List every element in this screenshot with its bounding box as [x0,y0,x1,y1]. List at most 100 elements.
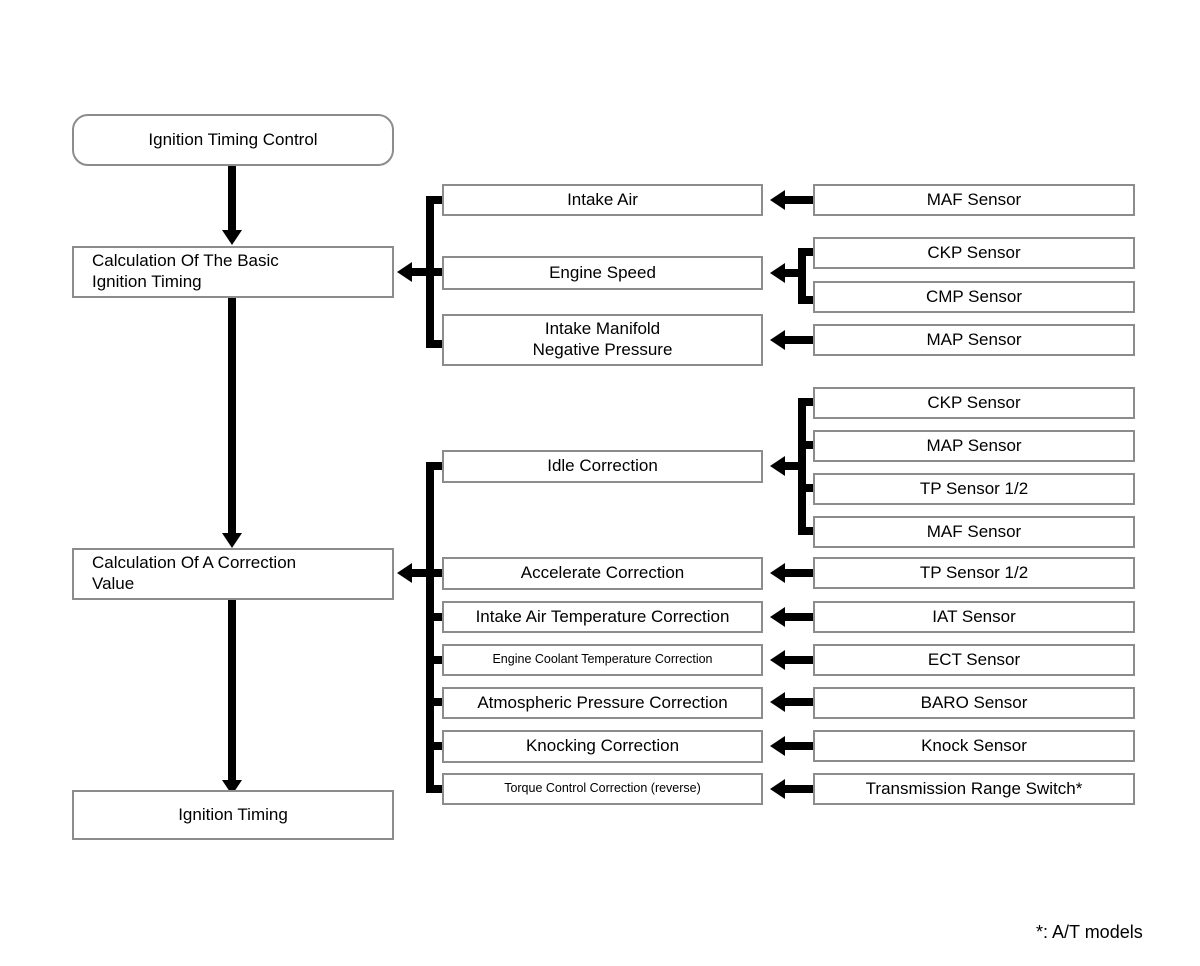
factor-box-atmospheric-pressure-correction: Atmospheric Pressure Correction [442,687,763,719]
sensor-label: CMP Sensor [925,286,1023,306]
sensor-label: TP Sensor 1/2 [919,478,1029,498]
connector-iat-to-intake-air-temperature [785,613,813,621]
connector-baro-to-atmospheric-pressure [785,698,813,706]
sensor-label: BARO Sensor [920,692,1028,712]
sensor-box-tp-sensor-idle: TP Sensor 1/2 [813,473,1135,505]
flow-box-label: Ignition Timing [178,804,288,824]
sensor-label: Knock Sensor [921,735,1027,755]
connector-engine-speed-sensors-out [785,269,806,277]
bracket-stub-basic-row-0 [426,196,446,204]
connector-map-to-intake-manifold [785,336,813,344]
factor-label: Atmospheric Pressure Correction [477,692,728,712]
sensor-label: MAP Sensor [926,435,1022,455]
sensor-box-cmp-sensor: CMP Sensor [813,281,1135,313]
bracket-stub-cmp-engine-speed [798,296,815,304]
factor-box-idle-correction: Idle Correction [442,450,763,483]
factor-label: Intake Air [567,189,638,209]
bracket-stub-idle-maf [798,527,815,535]
connector-correction-to-output [228,600,236,785]
arrowhead-correction-group-to-flow [397,563,412,583]
sensor-label: Transmission Range Switch* [865,778,1083,798]
bracket-stub-correction-row-2 [426,613,446,621]
factor-label: Intake Manifold Negative Pressure [532,319,673,359]
bracket-stub-correction-row-1 [426,569,446,577]
arrowhead-basic-group-to-flow [397,262,412,282]
sensor-label: CKP Sensor [927,392,1021,412]
flow-box-ignition-timing-control: Ignition Timing Control [72,114,394,166]
connector-idle-sensors-out [785,462,806,470]
sensor-label: MAF Sensor [926,189,1022,209]
flow-box-label: Calculation Of The Basic Ignition Timing [92,251,279,291]
connector-start-to-basic [228,166,236,232]
flow-box-label: Ignition Timing Control [148,129,318,149]
footnote-at-models: *: A/T models [1036,922,1143,942]
connector-ect-to-engine-coolant-temperature [785,656,813,664]
factor-box-engine-coolant-temperature-correction: Engine Coolant Temperature Correction [442,644,763,676]
sensor-box-iat-sensor: IAT Sensor [813,601,1135,633]
flow-box-ignition-timing: Ignition Timing [72,790,394,840]
bracket-stub-idle-tp [798,484,815,492]
sensor-box-map-sensor-idle: MAP Sensor [813,430,1135,462]
arrowhead-sensors-to-engine-speed [770,263,785,283]
factor-box-knocking-correction: Knocking Correction [442,730,763,763]
factor-box-engine-speed: Engine Speed [442,256,763,290]
factor-box-intake-air: Intake Air [442,184,763,216]
arrowhead-start-to-basic [222,230,242,245]
sensor-box-ckp-sensor-basic: CKP Sensor [813,237,1135,269]
sensor-box-ckp-sensor-idle: CKP Sensor [813,387,1135,419]
factor-box-intake-manifold-negative-pressure: Intake Manifold Negative Pressure [442,314,763,366]
arrowhead-tp-to-accelerate-correction [770,563,785,583]
flow-box-label: Calculation Of A Correction Value [92,553,297,593]
sensor-label: CKP Sensor [927,242,1021,262]
factor-label: Intake Air Temperature Correction [475,606,730,626]
connector-transmission-range-switch-to-torque-control [785,785,813,793]
sensor-box-baro-sensor: BARO Sensor [813,687,1135,719]
factor-box-intake-air-temperature-correction: Intake Air Temperature Correction [442,601,763,633]
arrowhead-baro-to-atmospheric-pressure [770,692,785,712]
sensor-label: ECT Sensor [927,649,1021,669]
bracket-stub-idle-ckp [798,398,815,406]
bracket-output-correction-group [412,569,434,577]
flow-box-calculation-basic-ignition-timing: Calculation Of The Basic Ignition Timing [72,246,394,298]
sensor-box-transmission-range-switch: Transmission Range Switch* [813,773,1135,805]
factor-label: Accelerate Correction [520,563,685,583]
sensor-label: TP Sensor 1/2 [919,562,1029,582]
arrowhead-sensors-to-idle-correction [770,456,785,476]
factor-label: Torque Control Correction (reverse) [504,781,701,796]
bracket-stub-basic-row-1 [426,268,446,276]
connector-knock-to-knocking-correction [785,742,813,750]
arrowhead-knock-to-knocking-correction [770,736,785,756]
factor-box-torque-control-correction: Torque Control Correction (reverse) [442,773,763,805]
bracket-stub-correction-row-5 [426,742,446,750]
connector-maf-to-intake-air [785,196,813,204]
sensor-box-maf-sensor: MAF Sensor [813,184,1135,216]
sensor-box-map-sensor-basic: MAP Sensor [813,324,1135,356]
arrowhead-map-to-intake-manifold [770,330,785,350]
factor-label: Engine Speed [549,262,656,282]
bracket-spine-correction-group [426,462,434,790]
sensor-label: IAT Sensor [932,606,1016,626]
factor-box-accelerate-correction: Accelerate Correction [442,557,763,590]
bracket-stub-correction-row-0 [426,462,446,470]
factor-label: Idle Correction [547,456,658,476]
sensor-box-knock-sensor: Knock Sensor [813,730,1135,762]
sensor-label: MAF Sensor [926,521,1022,541]
sensor-label: MAP Sensor [926,329,1022,349]
sensor-box-ect-sensor: ECT Sensor [813,644,1135,676]
bracket-stub-correction-row-4 [426,698,446,706]
arrowhead-ect-to-engine-coolant-temperature [770,650,785,670]
bracket-output-basic-group [412,268,434,276]
bracket-stub-ckp-engine-speed [798,248,815,256]
connector-tp-to-accelerate-correction [785,569,813,577]
bracket-stub-basic-row-2 [426,340,446,348]
flow-box-calculation-correction-value: Calculation Of A Correction Value [72,548,394,600]
bracket-stub-idle-map [798,441,815,449]
connector-basic-to-correction [228,298,236,538]
arrowhead-iat-to-intake-air-temperature [770,607,785,627]
arrowhead-transmission-range-switch-to-torque-control [770,779,785,799]
bracket-stub-correction-row-3 [426,656,446,664]
sensor-box-maf-sensor-idle: MAF Sensor [813,516,1135,548]
factor-label: Knocking Correction [525,736,680,756]
arrowhead-maf-to-intake-air [770,190,785,210]
